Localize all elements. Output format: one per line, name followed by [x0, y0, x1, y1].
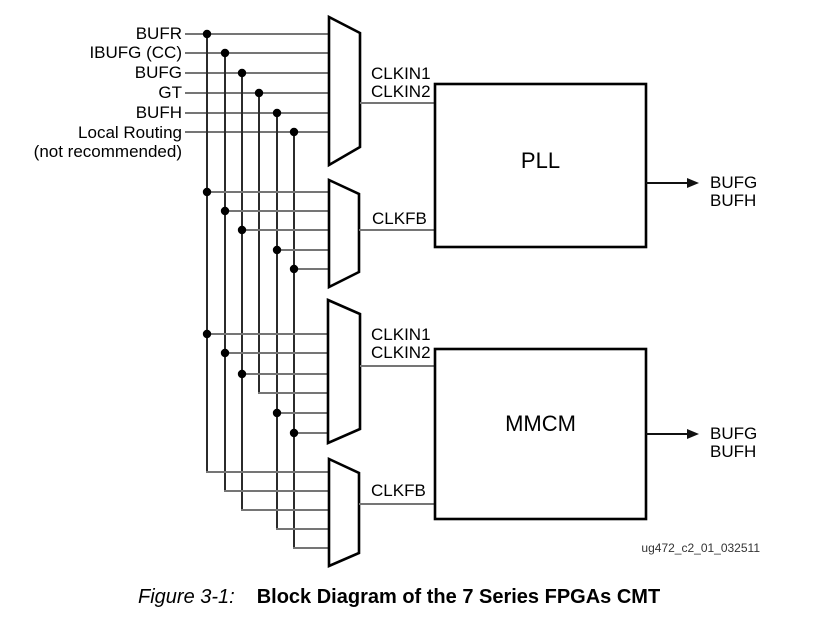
junction-dots [202, 29, 299, 438]
junction-dot [254, 88, 264, 98]
mmcm-output-labels: BUFG BUFH [710, 425, 757, 461]
mmcm-clkfb-mux [327, 456, 361, 568]
junction-dot [272, 245, 282, 255]
junction-dot [289, 264, 299, 274]
mux-output-wires [359, 102, 436, 505]
mmcm-output-arrow [646, 429, 699, 439]
arrowhead-icon [687, 178, 699, 188]
junction-dot [289, 428, 299, 438]
junction-dot [202, 329, 212, 339]
input-label-gt: GT [158, 83, 182, 102]
input-label-note: (not recommended) [33, 142, 182, 161]
junction-dot [202, 187, 212, 197]
input-label-bufg: BUFG [134, 63, 182, 82]
pll-clkin2-label: CLKIN2 [371, 82, 431, 101]
arrowhead-icon [687, 429, 699, 439]
junction-dot [272, 408, 282, 418]
input-wires [185, 33, 330, 133]
pll-block-label: PLL [520, 148, 561, 173]
mmcm-clkin-branches [207, 333, 329, 434]
junction-dot [289, 127, 299, 137]
pll-out-bufh-label: BUFH [710, 191, 757, 210]
junction-dot [272, 108, 282, 118]
figure-caption-number: Figure 3-1: [138, 586, 235, 608]
junction-dot [237, 369, 247, 379]
input-label-ibufg-cc: IBUFG (CC) [89, 43, 182, 62]
mmcm-clkin1-label: CLKIN1 [371, 325, 431, 344]
junction-dot [237, 225, 247, 235]
figure-caption-title: Block Diagram of the 7 Series FPGAs CMT [256, 586, 661, 608]
mmcm-out-bufh-label: BUFH [710, 442, 757, 461]
figure-caption: Figure 3-1: Block Diagram of the 7 Serie… [138, 585, 660, 610]
junction-dot [237, 68, 247, 78]
mmcm-block-label: MMCM [505, 411, 576, 436]
pll-block [433, 82, 648, 249]
pll-clkin1-label: CLKIN1 [371, 64, 431, 83]
pll-clkfb-branches [207, 191, 330, 270]
junction-dot [220, 348, 230, 358]
mmcm-clkin-mux [326, 298, 362, 445]
mmcm-clkfb-label: CLKFB [371, 481, 426, 500]
vertical-buses [206, 34, 295, 548]
pll-out-bufg-label: BUFG [710, 173, 758, 192]
pll-output-arrow [646, 178, 699, 188]
pll-output-labels: BUFG BUFH [710, 174, 757, 210]
mmcm-out-bufg-label: BUFG [710, 424, 758, 443]
pll-clkin-mux [327, 14, 362, 168]
figure-id-watermark: ug472_c2_01_032511 [641, 541, 760, 555]
junction-dot [220, 48, 230, 58]
junction-dot [202, 29, 212, 39]
mmcm-clkfb-branches [206, 471, 330, 549]
mmcm-clkin2-label: CLKIN2 [371, 343, 431, 362]
input-label-bufr: BUFR [135, 24, 182, 43]
pll-clkfb-label: CLKFB [372, 209, 427, 228]
input-label-bufh: BUFH [135, 103, 182, 122]
input-label-local-routing: Local Routing [78, 123, 182, 142]
junction-dot [220, 206, 230, 216]
pll-clkfb-mux [327, 177, 361, 290]
